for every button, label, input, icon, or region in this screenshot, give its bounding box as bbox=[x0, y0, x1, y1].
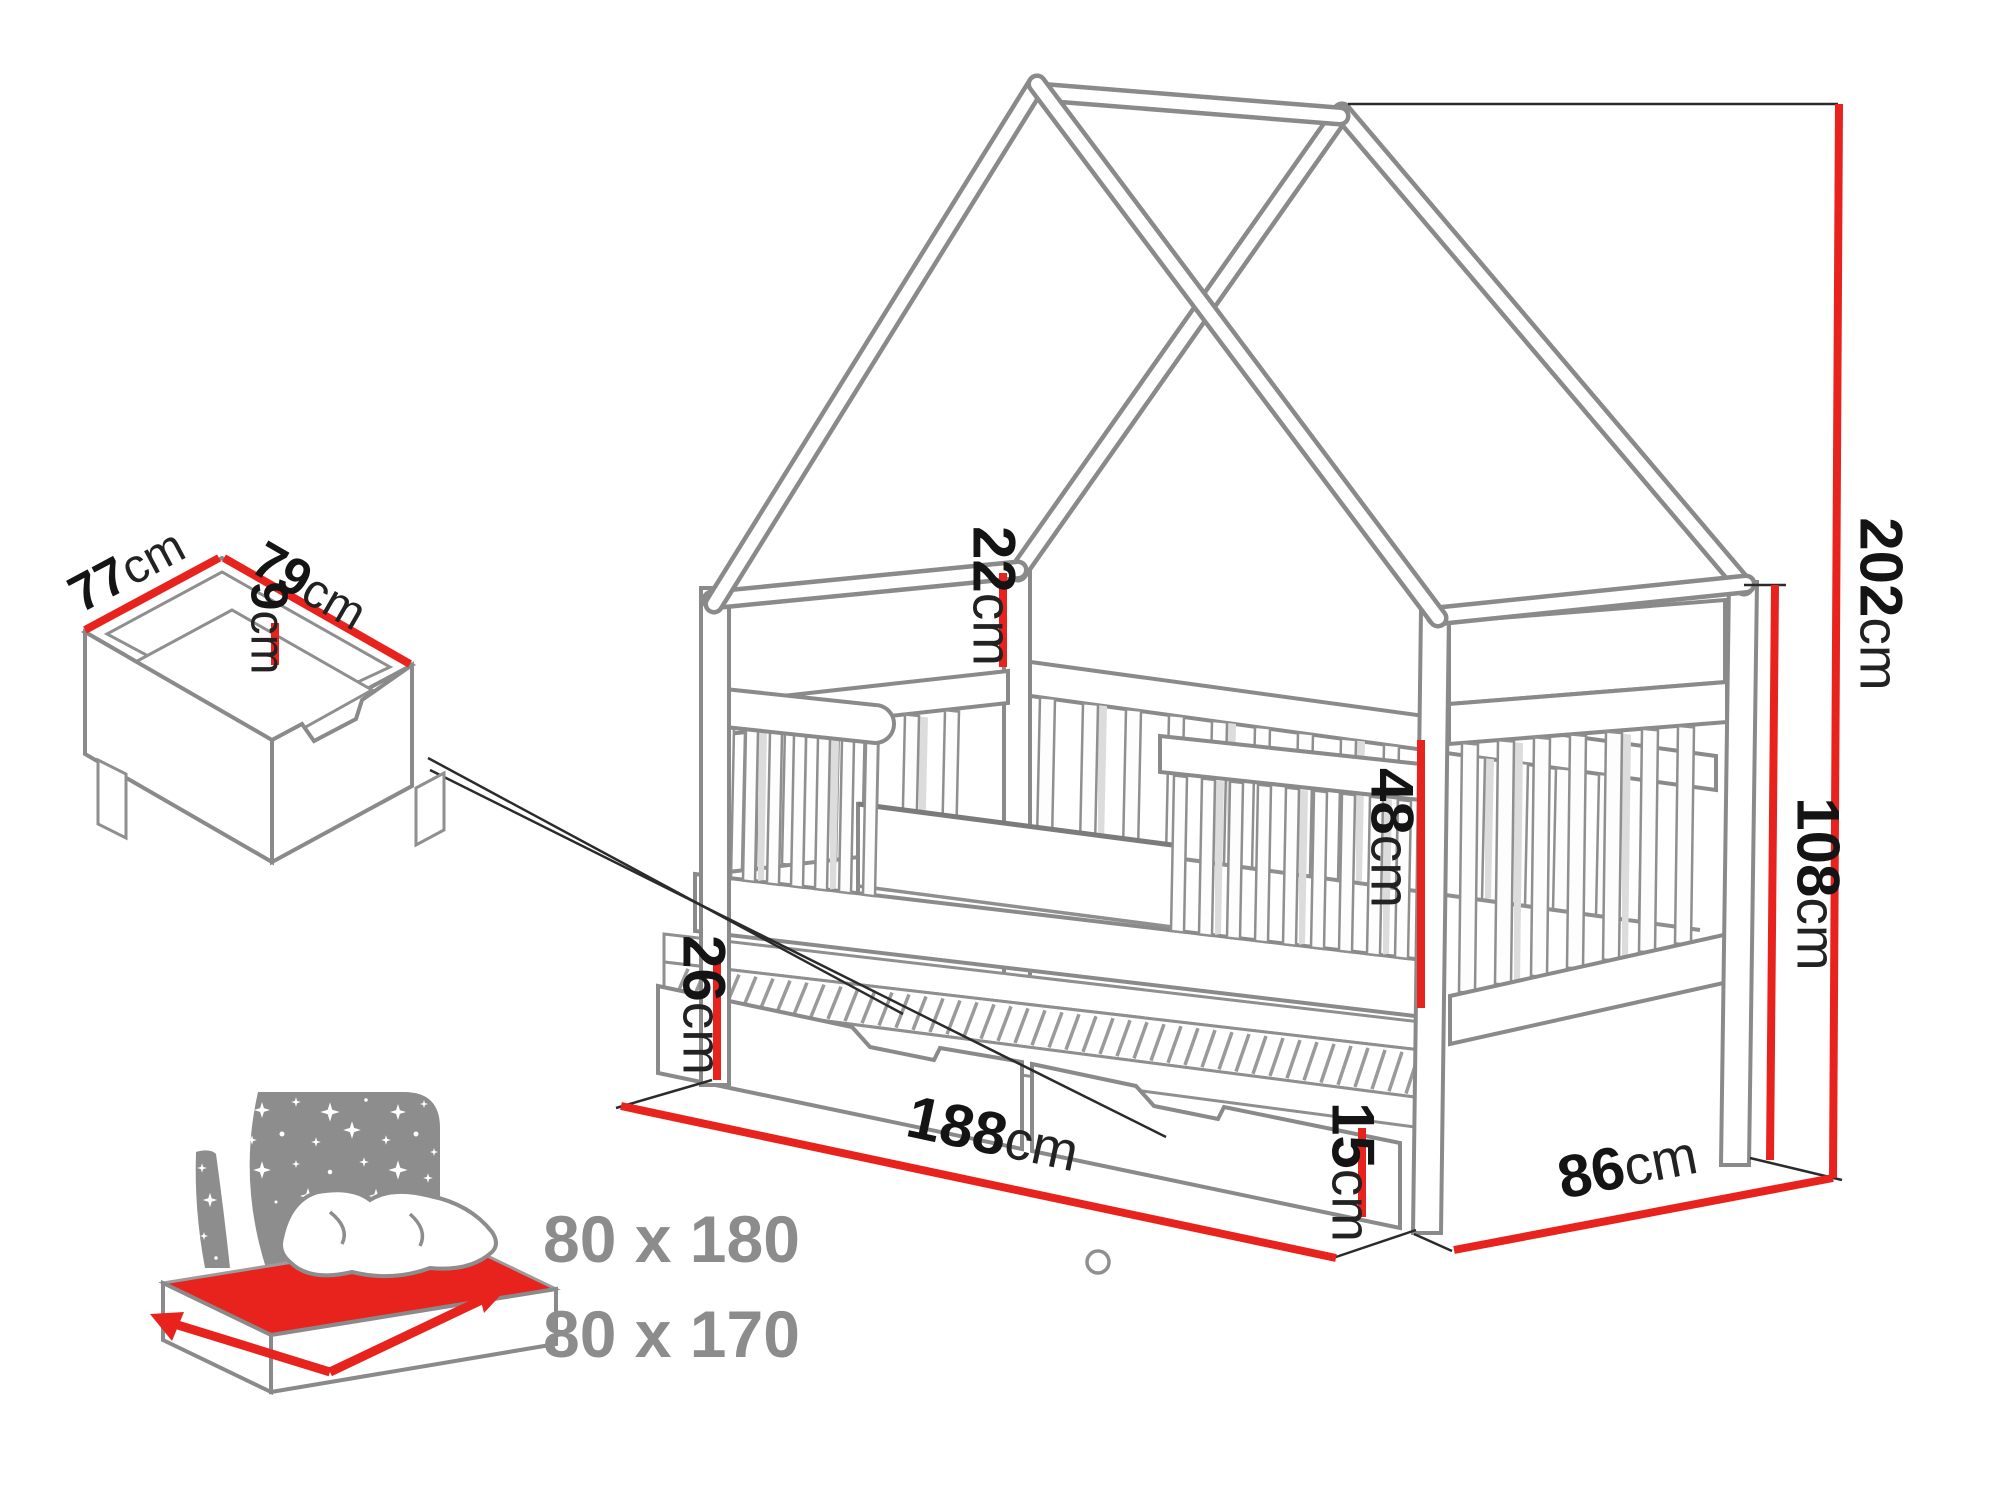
trundle-bed bbox=[662, 932, 1440, 1275]
dimension-labels: 202cm 108cm 48cm 22cm 26cm 15cm 188cm 86… bbox=[670, 517, 1914, 1242]
under-bed-drawers bbox=[656, 983, 1402, 1231]
label-108cm: 108cm bbox=[1784, 797, 1851, 970]
front-guardrail bbox=[704, 684, 1432, 961]
label-48cm: 48cm bbox=[1358, 768, 1425, 908]
dimension-lines bbox=[620, 103, 1843, 1262]
extension-lines bbox=[427, 102, 1843, 1261]
duvet bbox=[279, 1188, 498, 1279]
mattress-size-upper: 80 x 180 bbox=[543, 1202, 800, 1276]
drawer-right bbox=[1030, 1061, 1402, 1231]
house-bed-drawing bbox=[656, 73, 1760, 1275]
label-202cm: 202cm bbox=[1847, 517, 1914, 690]
label-86cm: 86cm bbox=[1552, 1119, 1702, 1211]
mattress-size-icon: 80 x 180 80 x 170 bbox=[150, 1092, 800, 1396]
dim-line-202 bbox=[1829, 103, 1843, 1179]
label-26cm: 26cm bbox=[670, 935, 737, 1075]
head-wall bbox=[1447, 597, 1730, 1047]
label-9cm: 9cm bbox=[239, 582, 297, 675]
mattress-size-lower: 80 x 170 bbox=[543, 1297, 800, 1371]
storage-drawer-inset: 77cm 79cm 9cm bbox=[59, 519, 446, 866]
drawer-left bbox=[656, 983, 1024, 1152]
label-15cm: 15cm bbox=[1319, 1102, 1386, 1242]
back-right-post bbox=[1718, 580, 1760, 1167]
label-22cm: 22cm bbox=[960, 526, 1027, 666]
dim-line-188 bbox=[620, 1102, 1337, 1262]
roof-frame bbox=[701, 73, 1757, 629]
dim-line-86 bbox=[1453, 1174, 1834, 1254]
dim-line-108 bbox=[1766, 584, 1779, 1161]
